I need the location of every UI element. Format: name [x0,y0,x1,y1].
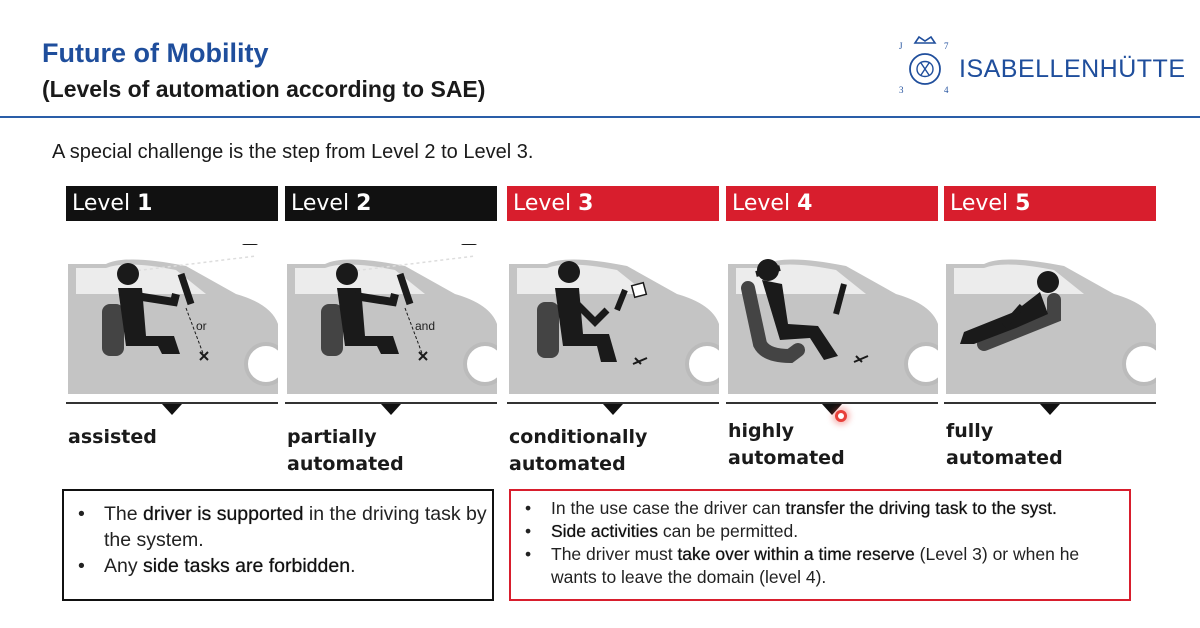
automated-levels-description-box: In the use case the driver can transfer … [509,489,1131,601]
level-1-divider [66,402,278,404]
traffic-cars-icon [461,244,477,245]
svg-text:3: 3 [899,85,904,95]
level-3-divider [507,402,719,404]
level-4-divider [726,402,938,404]
car-driver-hands-on-icon: or [68,244,278,394]
car-driver-hands-off-icon [509,259,719,394]
description-bullet: In the use case the driver can transfer … [523,497,1129,520]
svg-text:J: J [899,41,903,51]
laser-pointer-cursor [835,410,847,422]
logo-wordmark: ISABELLENHÜTTE [959,55,1186,83]
level-1-name: assisted [68,426,157,448]
assisted-levels-description-box: The driver is supported in the driving t… [62,489,494,601]
svg-text:and: and [415,319,435,333]
level-2-header: Level 2 [285,186,497,221]
traffic-cars-icon [242,244,258,245]
car-driver-reclined-icon [728,259,938,394]
level-1-header: Level 1 [66,186,278,221]
car-driver-hands-on-icon: and [287,244,497,394]
header-divider [0,116,1200,118]
level-4-header: Level 4 [726,186,938,221]
slide-title: Future of Mobility [42,38,269,68]
level-1-pointer [162,404,182,415]
level-2-divider [285,402,497,404]
company-logo: J 7 3 4 ISABELLENHÜTTE [895,35,1185,97]
description-bullet: Any side tasks are forbidden. [76,553,492,579]
slide-subtitle: (Levels of automation according to SAE) [42,76,486,102]
svg-text:4: 4 [944,85,949,95]
car-passenger-reclined-icon [946,259,1156,394]
crest-icon: J 7 3 4 [899,35,949,95]
level-3-header: Level 3 [507,186,719,221]
svg-text:or: or [196,319,207,333]
description-bullet: Side activities can be permitted. [523,520,1129,543]
description-bullet: The driver is supported in the driving t… [76,501,492,553]
phone-icon [630,281,648,299]
level-5-header: Level 5 [944,186,1156,221]
level-1-column: Level 1 or assisted [66,186,278,476]
level-5-divider [944,402,1156,404]
level-5-pointer [1040,404,1060,415]
intro-text: A special challenge is the step from Lev… [52,141,534,163]
svg-text:7: 7 [944,41,949,51]
level-4-pointer [822,404,842,415]
level-2-pointer [381,404,401,415]
description-bullet: The driver must take over within a time … [523,543,1129,589]
level-3-pointer [603,404,623,415]
